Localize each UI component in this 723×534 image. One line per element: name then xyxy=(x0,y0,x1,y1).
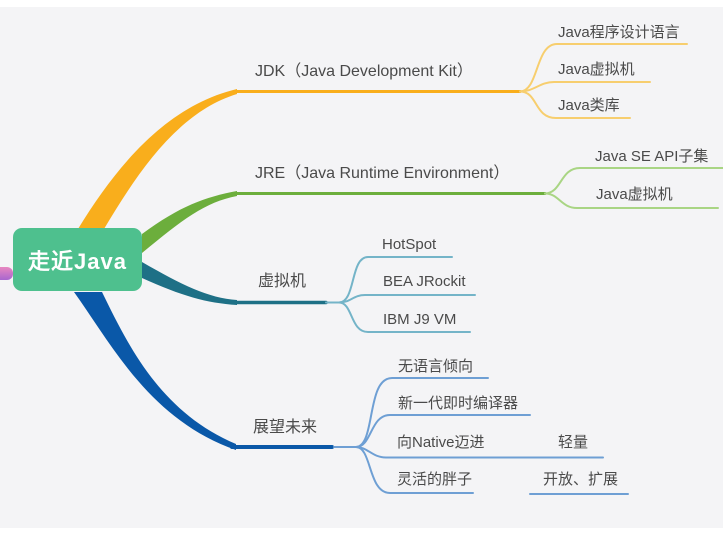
jre-child-line-1 xyxy=(544,167,723,195)
future-child-line-1 xyxy=(355,377,489,448)
topic-future-grandchild-open[interactable]: 开放、扩展 xyxy=(543,471,619,488)
topic-jdk-child-classlib[interactable]: Java类库 xyxy=(558,97,620,114)
topic-future[interactable]: 展望未来 xyxy=(253,419,318,436)
topic-vm-child-hotspot[interactable]: HotSpot xyxy=(382,236,437,253)
topic-jdk-child-jvm[interactable]: Java虚拟机 xyxy=(558,61,635,78)
topic-jre-child-api[interactable]: Java SE API子集 xyxy=(595,148,709,165)
topic-jre[interactable]: JRE（Java Runtime Environment） xyxy=(255,165,510,182)
topic-future-child-jit[interactable]: 新一代即时编译器 xyxy=(398,395,519,412)
topic-jdk-child-language[interactable]: Java程序设计语言 xyxy=(558,24,680,41)
topic-jre-child-jvm[interactable]: Java虚拟机 xyxy=(596,186,673,203)
topic-future-grandchild-light[interactable]: 轻量 xyxy=(558,434,589,451)
root-node[interactable] xyxy=(13,228,142,291)
future-child-line-2 xyxy=(355,414,531,448)
jre-branch-curve xyxy=(142,191,237,253)
jdk-child-line-2 xyxy=(519,81,651,93)
topic-future-child-native[interactable]: 向Native迈进 xyxy=(397,434,485,451)
topic-vm[interactable]: 虚拟机 xyxy=(258,273,307,290)
jre-child-line-2 xyxy=(544,192,719,209)
root-topic-label[interactable]: 走近Java xyxy=(28,248,127,274)
topic-future-child-fatboy[interactable]: 灵活的胖子 xyxy=(397,471,473,488)
jdk-child-line-1 xyxy=(519,43,688,93)
topic-jdk[interactable]: JDK（Java Development Kit） xyxy=(255,63,473,80)
topic-vm-child-jrockit[interactable]: BEA JRockit xyxy=(383,273,466,290)
future-child-line-4 xyxy=(355,446,474,494)
topic-future-child-nolang[interactable]: 无语言倾向 xyxy=(398,358,474,375)
jdk-branch-curve xyxy=(78,89,237,229)
vm-child-line-3 xyxy=(338,301,471,333)
vm-child-line-2 xyxy=(338,294,476,304)
jdk-child-line-3 xyxy=(519,90,631,119)
vm-child-line-1 xyxy=(338,256,453,304)
left-branch-stub xyxy=(0,267,13,280)
future-branch-curve xyxy=(74,292,236,450)
vm-branch-curve xyxy=(142,262,237,305)
topic-vm-child-j9[interactable]: IBM J9 VM xyxy=(383,311,457,328)
